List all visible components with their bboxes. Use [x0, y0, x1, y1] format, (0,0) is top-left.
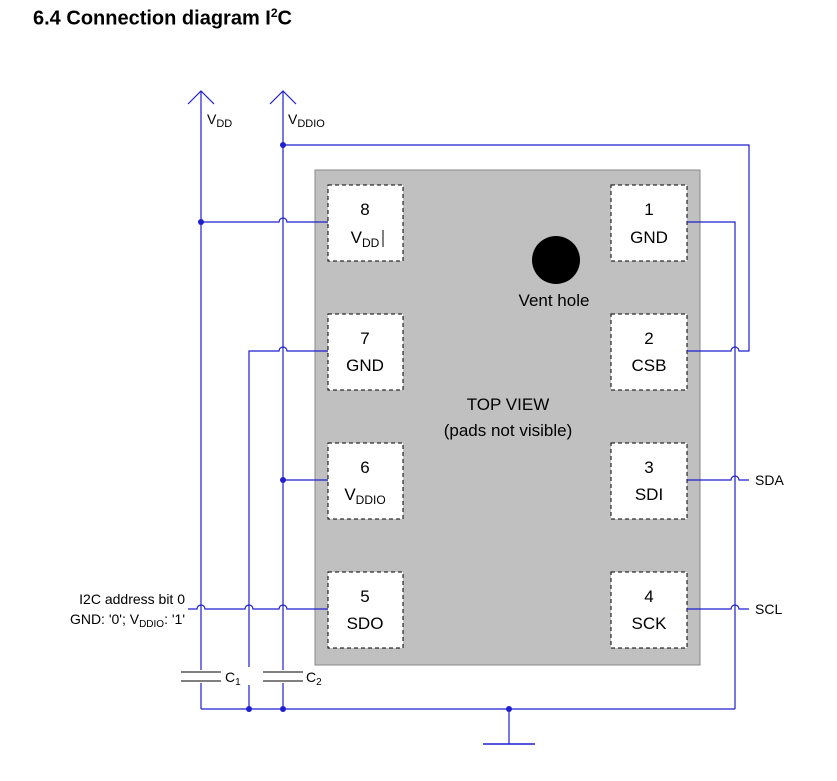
pin-5-number: 5: [360, 587, 369, 606]
pin-8-name-sub: DD: [362, 236, 380, 250]
pin-1-name: GND: [630, 228, 668, 247]
vddio-label-sub: DDIO: [297, 118, 325, 130]
address-note-line2-sub: DDIO: [139, 619, 164, 630]
pin-3-name: SDI: [635, 485, 663, 504]
pin-2-name: CSB: [632, 356, 667, 375]
pin-1-number: 1: [644, 200, 653, 219]
vddio-label: VDDIO: [288, 111, 325, 130]
pin-8-wire: [201, 217, 328, 223]
vdd-label-main: V: [207, 111, 217, 127]
pin-6-name-sub: DDIO: [356, 493, 386, 507]
section-title: Connection diagram I: [66, 7, 271, 30]
pad-6: [327, 442, 404, 520]
section-title-suffix: C: [277, 7, 292, 30]
section-number: 6.4: [33, 7, 61, 30]
pin-2-number: 2: [644, 329, 653, 348]
pad-8: [327, 184, 404, 262]
address-note-line2: GND: '0'; VDDIO: '1': [70, 611, 185, 630]
pin-8-name: VDD: [351, 228, 380, 250]
pin-5-address-wire: [188, 604, 328, 610]
pin-7-name: GND: [346, 356, 384, 375]
ground-junction-dot-2: [280, 706, 286, 712]
pad-1: [610, 184, 688, 262]
capacitor-c1: [181, 667, 221, 685]
vdd-junction-dot: [198, 219, 204, 225]
top-view-label: TOP VIEW: [467, 395, 550, 414]
vdd-label: VDD: [207, 111, 232, 130]
ground-junction-dot-1: [246, 706, 252, 712]
pin-1-gnd-wire: [687, 221, 736, 709]
vddio-junction-dot-pin6: [280, 477, 286, 483]
pin-6-name-main: V: [344, 485, 356, 504]
csb-vddio-wire: [283, 144, 750, 352]
sda-label: SDA: [755, 472, 784, 488]
pad-2: [610, 313, 688, 391]
pad-7: [327, 313, 404, 391]
top-view-note: (pads not visible): [444, 421, 573, 440]
pin-6-number: 6: [360, 458, 369, 477]
pad-3: [610, 442, 688, 520]
scl-wire: [687, 604, 749, 610]
pin-8-number: 8: [360, 200, 369, 219]
c2-main: C: [306, 669, 316, 685]
capacitor-c2-label: C2: [306, 669, 322, 688]
section-title-sup: 2: [270, 6, 278, 20]
pad-4: [610, 571, 688, 649]
vdd-label-sub: DD: [216, 118, 232, 130]
c1-main: C: [225, 669, 235, 685]
pin-5-name: SDO: [347, 614, 384, 633]
pad-5: [327, 571, 404, 649]
vent-hole-label: Vent hole: [519, 291, 590, 310]
c2-sub: 2: [316, 677, 322, 688]
pin-4-name: SCK: [632, 614, 668, 633]
pin-3-number: 3: [644, 458, 653, 477]
pin-6-name: VDDIO: [344, 485, 385, 507]
address-note-line2-a: GND: '0'; V: [70, 611, 140, 627]
capacitor-c2: [263, 667, 303, 685]
vddio-label-main: V: [288, 111, 298, 127]
pin-4-number: 4: [644, 587, 653, 606]
address-note-line1: I2C address bit 0: [79, 591, 185, 607]
scl-label: SCL: [755, 601, 782, 617]
vddio-junction-dot-top: [280, 142, 286, 148]
pin-7-gnd-wire: [248, 346, 328, 667]
section-heading: 6.4 Connection diagram I2C: [33, 6, 292, 31]
pin-8-name-main: V: [351, 228, 363, 247]
vent-hole: [532, 236, 580, 284]
sda-wire: [687, 475, 749, 481]
capacitor-c1-label: C1: [225, 669, 241, 688]
address-note-line2-b: : '1': [164, 611, 185, 627]
c1-sub: 1: [235, 677, 241, 688]
pin-7-number: 7: [360, 329, 369, 348]
